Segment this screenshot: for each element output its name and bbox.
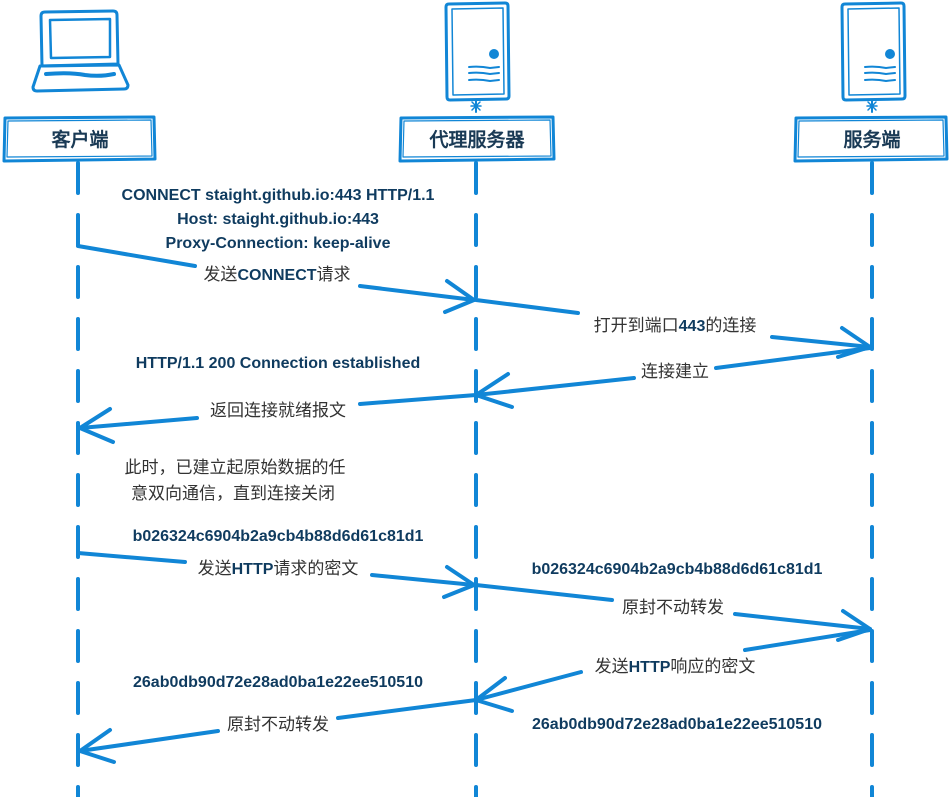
- participant-label-server: 服务端: [843, 128, 900, 151]
- proxy-server-icon: [444, 1, 511, 113]
- note-line: 意双向通信，直到连接关闭: [131, 484, 335, 504]
- ciphertext: 26ab0db90d72e28ad0ba1e22ee510510: [133, 674, 423, 691]
- header-line: Host: staight.github.io:443: [177, 211, 379, 228]
- message-forward-response: 26ab0db90d72e28ad0ba1e22ee510510 原封不动转发: [78, 674, 478, 764]
- participant-proxy: 代理服务器: [398, 115, 556, 163]
- header-line: HTTP/1.1 200 Connection established: [136, 355, 421, 372]
- message-encrypted-response: 发送HTTP响应的密文 26ab0db90d72e28ad0ba1e22ee51…: [474, 628, 872, 733]
- header-line: CONNECT staight.github.io:443 HTTP/1.1: [122, 187, 435, 204]
- tunnel-note: 此时，已建立起原始数据的任 意双向通信，直到连接关闭: [125, 458, 346, 504]
- message-encrypted-request: b026324c6904b2a9cb4b88d6d61c81d1 发送HTTP请…: [76, 528, 476, 599]
- message-label: 发送HTTP请求的密文: [198, 559, 359, 579]
- arrow-head: [78, 728, 116, 764]
- message-connection-ready: HTTP/1.1 200 Connection established 返回连接…: [78, 355, 478, 444]
- message-open-port: 打开到端口443的连接: [474, 298, 872, 359]
- arrow-head: [78, 407, 115, 444]
- participant-client: 客户端: [2, 115, 157, 163]
- arrow-line: [474, 628, 872, 702]
- message-label: 原封不动转发: [227, 715, 329, 735]
- arrow-line: [78, 393, 478, 430]
- arrow-line: [474, 298, 872, 349]
- message-label: 原封不动转发: [622, 598, 724, 618]
- message-label: 发送HTTP响应的密文: [595, 657, 756, 677]
- message-connect-request: CONNECT staight.github.io:443 HTTP/1.1 H…: [76, 187, 476, 314]
- arrow-line: [76, 551, 476, 587]
- message-label: 发送CONNECT请求: [203, 265, 350, 285]
- message-label: 返回连接就绪报文: [210, 401, 346, 421]
- arrow-line: [76, 244, 476, 302]
- message-forward-request: b026324c6904b2a9cb4b88d6d61c81d1 原封不动转发: [474, 561, 872, 642]
- message-label: 打开到端口443的连接: [594, 316, 757, 336]
- header-line: Proxy-Connection: keep-alive: [166, 235, 391, 252]
- arrow-line: [474, 346, 872, 397]
- ciphertext: 26ab0db90d72e28ad0ba1e22ee510510: [532, 716, 822, 733]
- ciphertext: b026324c6904b2a9cb4b88d6d61c81d1: [133, 528, 424, 545]
- message-connection-established: 连接建立: [474, 346, 872, 409]
- message-label: 连接建立: [641, 362, 709, 382]
- participant-label-client: 客户端: [51, 128, 108, 151]
- note-line: 此时，已建立起原始数据的任: [125, 458, 346, 478]
- ciphertext: b026324c6904b2a9cb4b88d6d61c81d1: [532, 561, 823, 578]
- arrow-line: [474, 583, 872, 631]
- server-icon: [840, 1, 907, 113]
- participant-server: 服务端: [793, 115, 949, 163]
- arrow-line: [78, 698, 478, 753]
- laptop-icon: [31, 9, 130, 93]
- participant-label-proxy: 代理服务器: [428, 128, 525, 151]
